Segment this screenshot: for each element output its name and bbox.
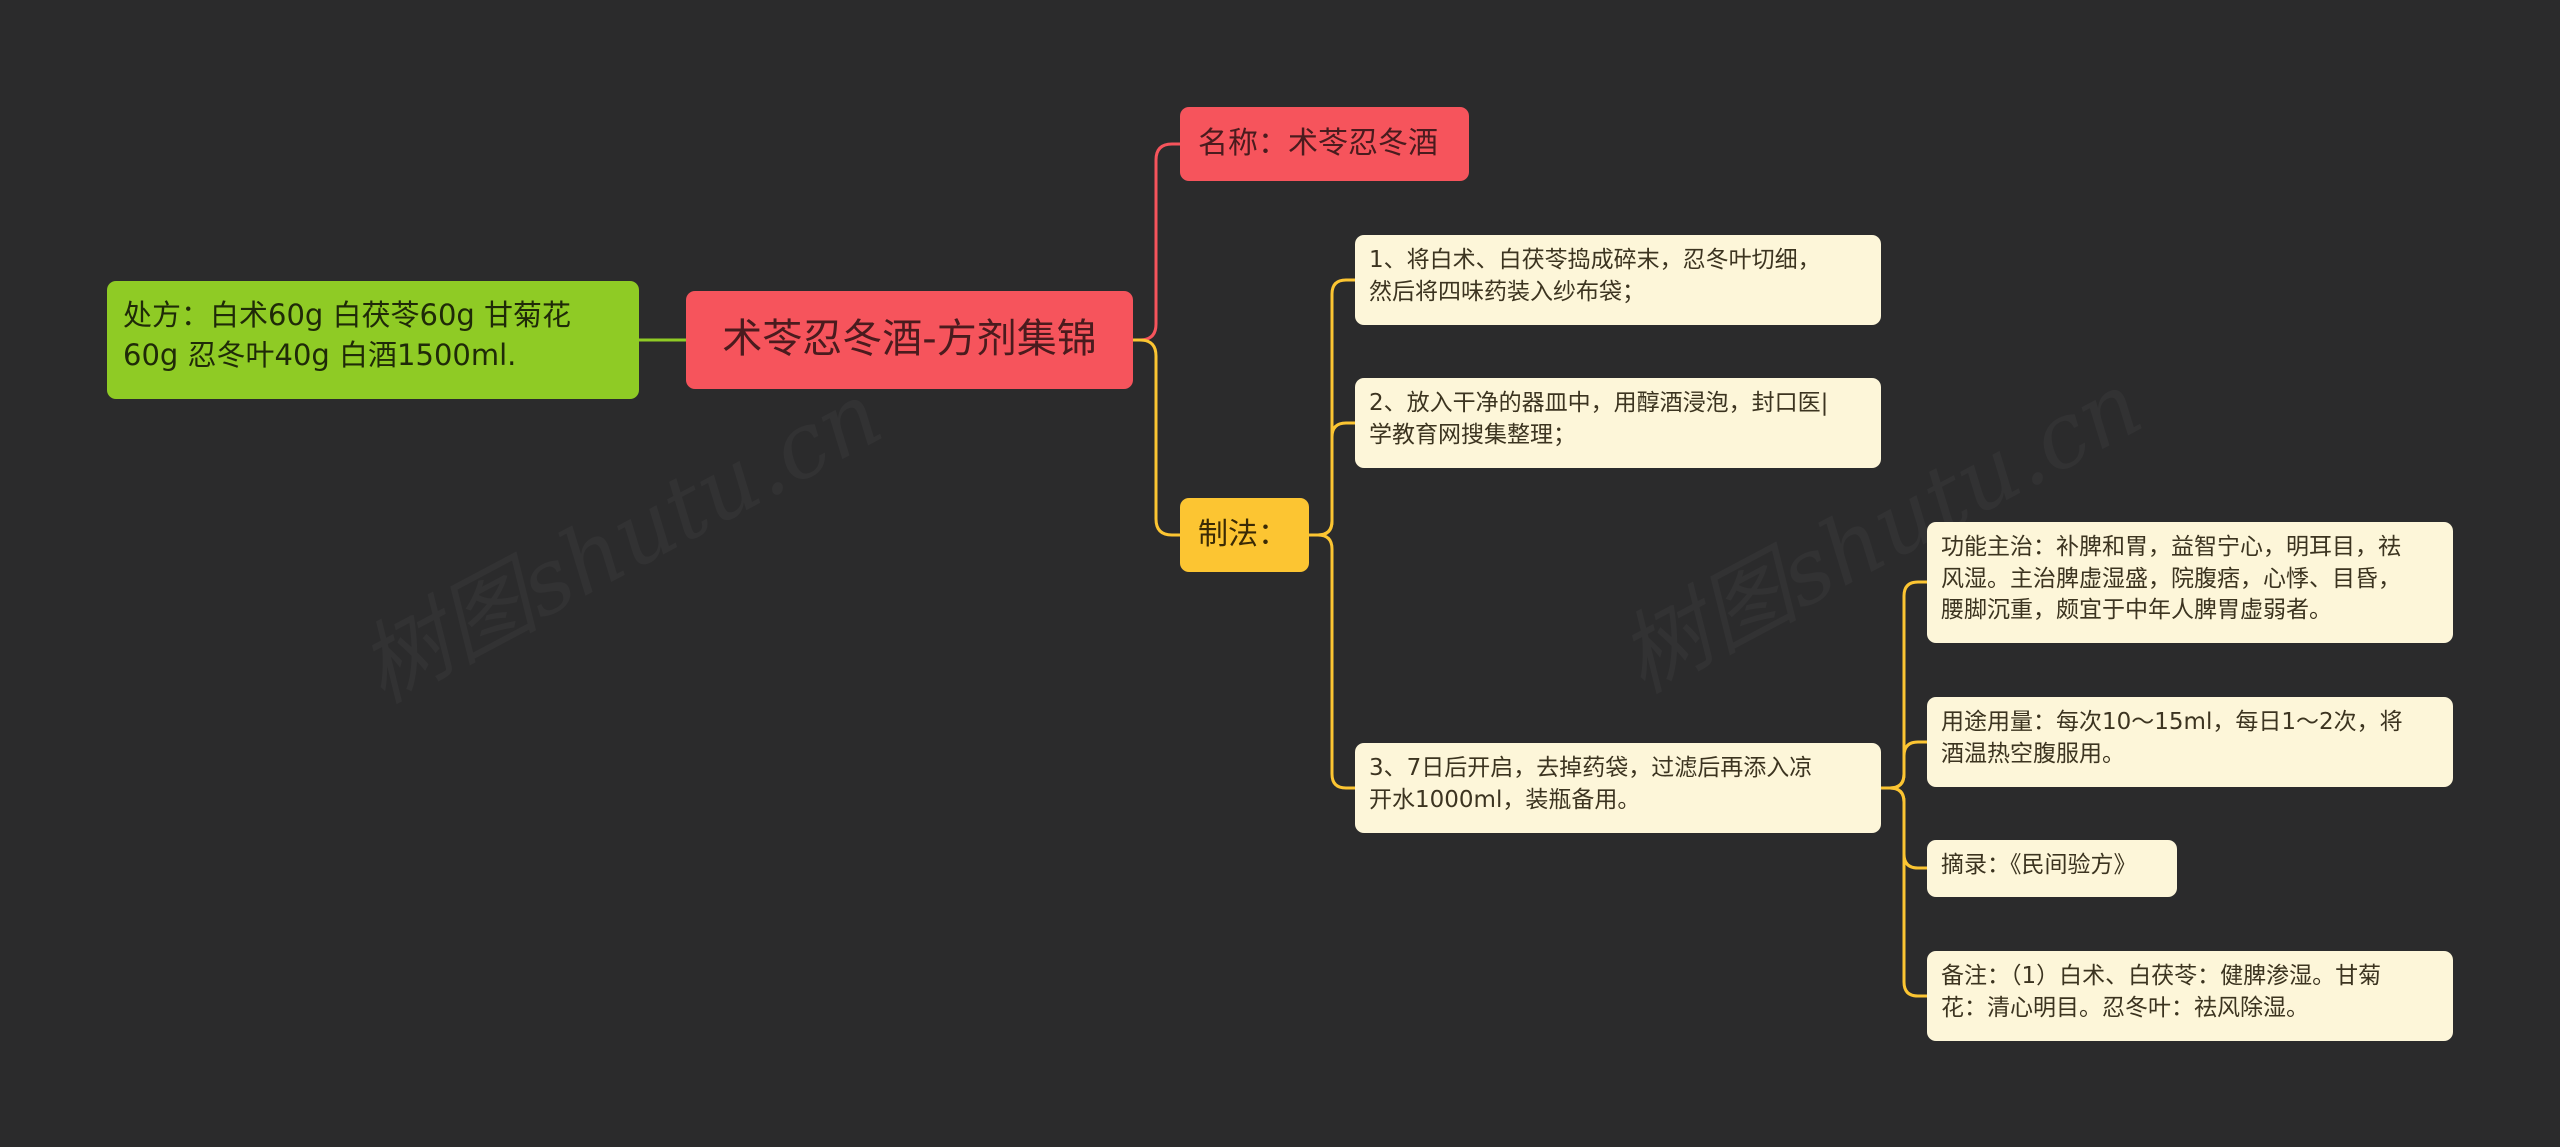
detail-node-function[interactable]: 功能主治：补脾和胃，益智宁心，明耳目，祛 风湿。主治脾虚湿盛，院腹痞，心悸、目昏… xyxy=(1927,522,2453,643)
step-node-1[interactable]: 1、将白术、白茯苓捣成碎末，忍冬叶切细， 然后将四味药装入纱布袋； xyxy=(1355,235,1881,325)
step-node-2[interactable]: 2、放入干净的器皿中，用醇酒浸泡，封口医| 学教育网搜集整理； xyxy=(1355,378,1881,468)
method-node-label: 制法： xyxy=(1198,517,1288,553)
name-node-label: 名称：术苓忍冬酒 xyxy=(1198,126,1438,162)
link-root-name xyxy=(1133,142,1180,342)
method-node[interactable]: 制法： xyxy=(1180,498,1309,572)
step-node-3[interactable]: 3、7日后开启，去掉药袋，过滤后再添入凉 开水1000ml，装瓶备用。 xyxy=(1355,743,1881,833)
detail-node-source[interactable]: 摘录：《民间验方》 xyxy=(1927,840,2177,897)
detail-node-dosage[interactable]: 用途用量：每次10～15ml，每日1～2次，将 酒温热空腹服用。 xyxy=(1927,697,2453,787)
link-method-step-2 xyxy=(1309,421,1355,537)
link-root-method xyxy=(1133,338,1180,537)
name-node[interactable]: 名称：术苓忍冬酒 xyxy=(1180,107,1469,181)
link-step3-detail-2 xyxy=(1881,740,1927,790)
root-topic[interactable]: 术苓忍冬酒-方剂集锦 xyxy=(686,291,1133,389)
link-step3-detail-4 xyxy=(1881,786,1927,998)
prescription-node[interactable]: 处方：白术60g 白茯苓60g 甘菊花60g 忍冬叶40g 白酒1500ml. xyxy=(107,281,639,399)
root-topic-label: 术苓忍冬酒-方剂集锦 xyxy=(722,316,1097,363)
detail-node-notes[interactable]: 备注：（1）白术、白茯苓：健脾渗湿。甘菊 花：清心明目。忍冬叶：祛风除湿。 xyxy=(1927,951,2453,1041)
link-method-step-3 xyxy=(1309,533,1355,790)
